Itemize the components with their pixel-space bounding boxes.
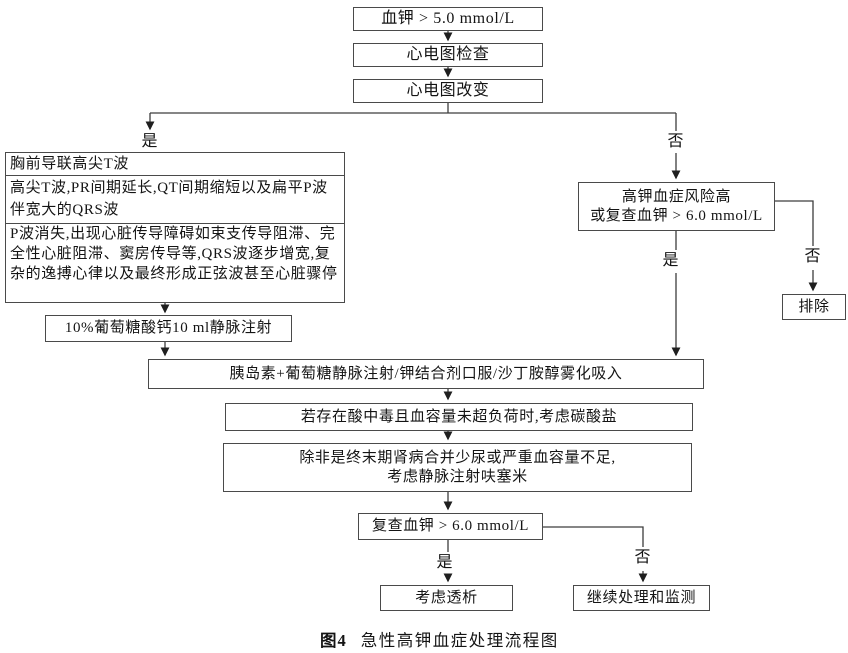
branch-label-risk-no: 否: [804, 248, 822, 266]
node-continue-monitoring: 继续处理和监测: [573, 585, 710, 611]
node-ecg-change: 心电图改变: [353, 79, 543, 103]
connector-risk-no-upper: [775, 200, 814, 246]
node-furosemide: 除非是终末期肾病合并少尿或严重血容量不足, 考虑静脉注射呋塞米: [223, 443, 692, 492]
connector-recheck-no-upper: [543, 526, 644, 547]
ecg-finding-row-2: 高尖T波,PR间期延长,QT间期缩短以及扁平P波伴宽大的QRS波: [6, 175, 344, 223]
node-dialysis: 考虑透析: [380, 585, 513, 611]
node-serum-potassium: 血钾 > 5.0 mmol/L: [353, 7, 543, 31]
node-calcium-gluconate: 10%葡萄糖酸钙10 ml静脉注射: [45, 315, 292, 342]
branch-label-recheck-no: 否: [634, 549, 652, 567]
node-recheck-potassium: 复查血钾 > 6.0 mmol/L: [358, 513, 543, 540]
figure-caption: 图4 急性高钾血症处理流程图: [320, 627, 559, 651]
ecg-finding-row-3: P波消失,出现心脏传导障碍如束支传导阻滞、完全性心脏阻滞、窦房传导等,QRS波逐…: [6, 223, 344, 304]
figure-caption-title: 急性高钾血症处理流程图: [360, 631, 559, 650]
node-combo-therapy: 胰岛素+葡萄糖静脉注射/钾结合剂口服/沙丁胺醇雾化吸入: [148, 359, 704, 389]
node-high-risk: 高钾血症风险高 或复查血钾 > 6.0 mmol/L: [578, 182, 775, 231]
figure-caption-number: 图4: [320, 631, 347, 650]
node-ecg-findings: 胸前导联高尖T波 高尖T波,PR间期延长,QT间期缩短以及扁平P波伴宽大的QRS…: [5, 152, 345, 303]
branch-label-ecg-no: 否: [667, 133, 685, 151]
branch-label-recheck-yes: 是: [436, 554, 454, 572]
node-bicarbonate: 若存在酸中毒且血容量未超负荷时,考虑碳酸盐: [225, 403, 693, 431]
node-exclude: 排除: [782, 294, 846, 320]
ecg-finding-row-1: 胸前导联高尖T波: [10, 156, 129, 172]
branch-label-ecg-yes: 是: [141, 133, 159, 151]
node-ecg-check: 心电图检查: [353, 43, 543, 67]
branch-label-risk-yes: 是: [662, 252, 680, 270]
